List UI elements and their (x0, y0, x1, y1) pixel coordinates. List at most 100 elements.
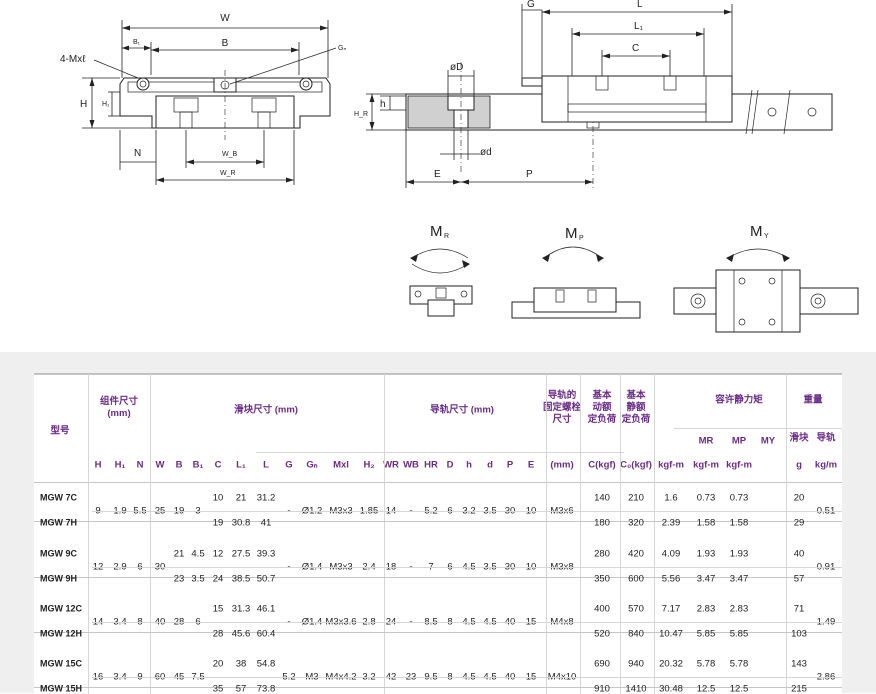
cell-l1: 27.5 (231, 548, 251, 560)
header-col-10: Gₙ (306, 459, 318, 471)
cell-e: 10 (526, 562, 537, 572)
cell-bolt: M3x8 (550, 562, 573, 572)
cell-bolt: M4x10 (548, 672, 577, 682)
cell-wr: 24 (386, 617, 397, 627)
cell-bolt: M4x8 (550, 617, 573, 627)
grid-line (150, 374, 151, 694)
cell-b: 23 (173, 573, 185, 585)
dim-h: h (380, 99, 386, 110)
cell-gn: Ø1.4 (302, 562, 323, 572)
drawing-canvas: W B₁ B 4-Mxℓ Gₙ H H₁ (60, 0, 859, 333)
cell-mr: 20.32 (659, 658, 683, 670)
cell-h2: 3.2 (362, 672, 375, 682)
cell-mxl: M3x3 (329, 506, 352, 516)
cell-mxl: M3x3.6 (325, 617, 356, 627)
cell-c: 35 (212, 683, 224, 694)
cell-wb: 23 (406, 672, 417, 682)
cell-h1: 1.9 (113, 506, 126, 516)
label-4-mxl: 4-Mxℓ (60, 54, 86, 65)
moment-mp-label: M (565, 225, 578, 242)
dim-B1: B₁ (133, 39, 141, 46)
moment-mr-label: M (430, 223, 443, 240)
cell-e: 15 (526, 617, 537, 627)
cell-b: 45 (174, 672, 185, 682)
cell-mp: 5.85 (696, 628, 716, 640)
header-weight-1: 导轨 (816, 432, 836, 444)
grid-line (674, 428, 842, 429)
cell-bolt: M3x6 (550, 506, 573, 516)
cell-l: 50.7 (256, 573, 276, 585)
header-col-2: N (136, 459, 144, 471)
header-col-8: L (263, 459, 269, 471)
cell-h2: 1.85 (360, 506, 379, 516)
cell-c: 28 (212, 628, 224, 640)
cell-hr: 8.5 (424, 617, 437, 627)
cell-c: 12 (212, 548, 224, 560)
cell-l: 46.1 (256, 603, 276, 615)
cell-gn: M3 (305, 672, 318, 682)
cell-blk: 103 (791, 628, 807, 640)
cell-w: 30 (155, 562, 166, 572)
cell-h1: 3.4 (113, 617, 126, 627)
cell-l1: 57 (235, 683, 247, 694)
cell-cd: 520 (594, 628, 610, 640)
row-model: MGW 15H (40, 683, 83, 694)
row-model: MGW 12C (40, 603, 83, 614)
cell-h: 9 (95, 506, 100, 516)
cell-mr: 7.17 (661, 603, 681, 615)
header-block: 滑块尺寸 (mm) (234, 404, 298, 416)
cell-blk: 71 (793, 603, 805, 615)
dim-phid: ød (480, 147, 492, 158)
cell-gn: Ø1.4 (302, 617, 323, 627)
header-col-14: WB (403, 459, 419, 471)
cell-c0: 420 (628, 548, 644, 560)
cell-h: 16 (93, 672, 104, 682)
cell-c0: 940 (628, 658, 644, 670)
header-col-16: D (446, 459, 454, 471)
cell-b1: 7.5 (191, 672, 204, 682)
cell-my: 5.78 (729, 658, 749, 670)
row-model: MGW 9H (40, 573, 77, 584)
header-col-12: H₂ (363, 459, 375, 471)
cell-l1: 21 (235, 492, 247, 504)
cell-d: 4.5 (483, 672, 496, 682)
cell-blk: 215 (791, 683, 807, 694)
front-view: W B₁ B 4-Mxℓ Gₙ H H₁ (60, 13, 346, 185)
cell-mxl: M3x3 (329, 562, 352, 572)
cell-mr: 30.48 (659, 683, 683, 694)
cell-l1: 38 (235, 658, 247, 670)
row-model: MGW 15C (40, 658, 83, 669)
technical-drawings: W B₁ B 4-Mxℓ Gₙ H H₁ (60, 0, 859, 333)
cell-mp: 3.47 (696, 573, 716, 585)
grid-line (88, 374, 89, 694)
header-col-18: d (487, 459, 493, 471)
cell-my: 5.85 (729, 628, 749, 640)
cell-c0: 570 (628, 603, 644, 615)
dim-H: H (80, 99, 87, 110)
cell-b: 19 (174, 506, 185, 516)
row-model: MGW 9C (40, 548, 77, 559)
header-col-13: WR (383, 459, 399, 471)
header-col-0: H (94, 459, 102, 471)
dim-N: N (134, 148, 141, 159)
cell-w: 25 (155, 506, 166, 516)
header-moment: 容许静力矩 (715, 394, 763, 406)
cell-mp: 12.5 (696, 683, 716, 694)
header-col-17: h (466, 459, 472, 471)
cell-cd: 280 (594, 548, 610, 560)
cell-rail: 1.49 (817, 617, 836, 627)
dim-E: E (434, 169, 441, 180)
cell-d: 6 (447, 506, 452, 516)
dim-H1: H₁ (102, 101, 110, 108)
cell-h: 4.5 (462, 562, 475, 572)
cell-h1: 3.4 (113, 672, 126, 682)
cell-e: 15 (526, 672, 537, 682)
moment-my: M Y (673, 223, 859, 333)
cell-wb: - (409, 617, 412, 627)
cell-blk: 20 (793, 492, 805, 504)
moment-mp-sub: P (579, 235, 584, 242)
row-model: MGW 7C (40, 492, 77, 503)
cell-d: 3.5 (483, 506, 496, 516)
cell-e: 10 (526, 506, 537, 516)
cell-mp: 1.58 (696, 517, 716, 529)
